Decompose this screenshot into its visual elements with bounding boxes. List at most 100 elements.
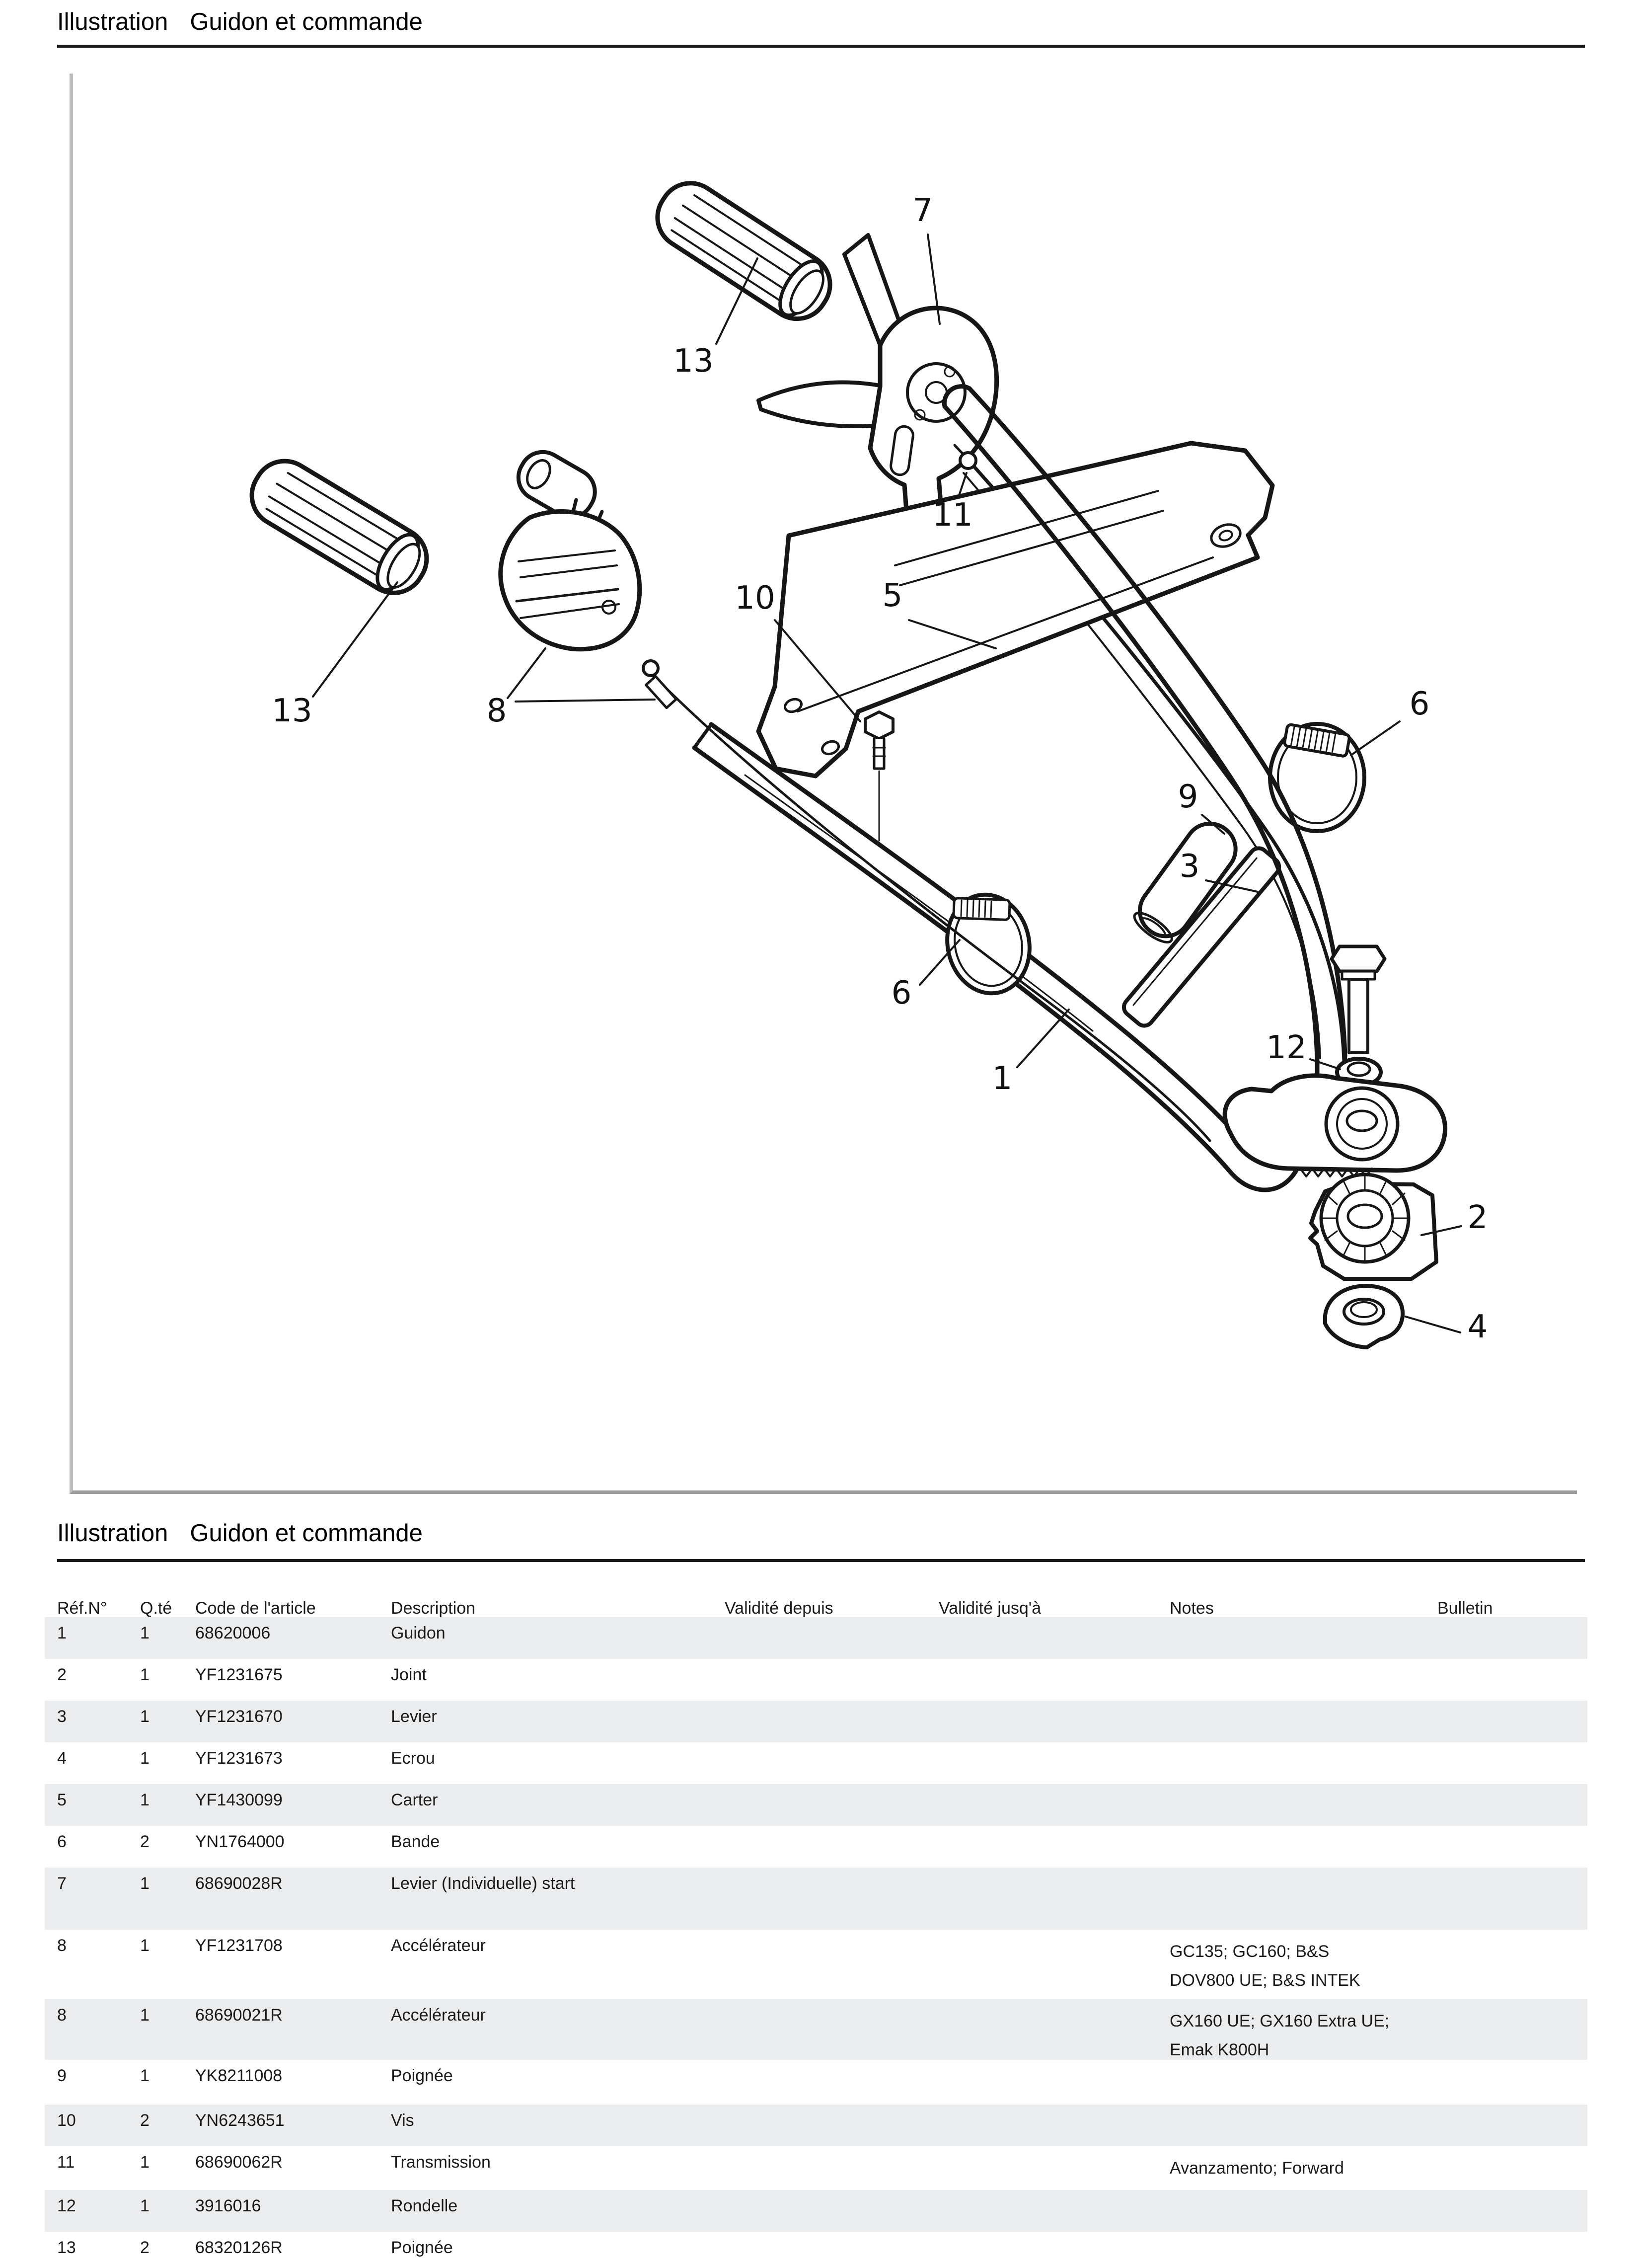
page-title-name: Guidon et commande bbox=[190, 8, 423, 35]
page-title-label: Illustration bbox=[57, 8, 168, 35]
lever-tube bbox=[1121, 846, 1281, 1028]
clamp-band-left bbox=[945, 892, 1032, 996]
callout-8: 8 bbox=[487, 693, 507, 729]
cell-notes bbox=[1170, 2232, 1437, 2268]
callout-6-right: 6 bbox=[1410, 686, 1430, 722]
cell-valid-from bbox=[725, 1930, 939, 1937]
cell-bulletin bbox=[1437, 1930, 1587, 1937]
notes-line: GC135; GC160; B&S bbox=[1170, 1942, 1330, 1961]
callout-3: 3 bbox=[1180, 848, 1200, 885]
cell-code: 68690021R bbox=[195, 2006, 283, 2025]
cell-notes bbox=[1170, 1742, 1437, 1779]
cell-valid-from bbox=[725, 2060, 939, 2067]
cell-qty: 1 bbox=[140, 2153, 149, 2172]
handlebar-right-tube bbox=[942, 384, 1347, 1106]
cell-code: YN1764000 bbox=[195, 1832, 285, 1851]
cell-code: YK8211008 bbox=[195, 2066, 283, 2085]
col-header-code: Code de l'article bbox=[195, 1599, 316, 1618]
cell-bulletin bbox=[1437, 1999, 1587, 2007]
table-title: Illustration Guidon et commande bbox=[57, 1519, 423, 1547]
cell-desc: Poignée bbox=[391, 2238, 453, 2257]
cell-bulletin bbox=[1437, 1659, 1587, 1666]
cell-ref: 10 bbox=[57, 2111, 76, 2130]
cell-valid-to bbox=[939, 2190, 1170, 2197]
cell-valid-to bbox=[939, 1930, 1170, 1937]
page-title: Illustration Guidon et commande bbox=[57, 8, 423, 36]
notes-line: GX160 UE; GX160 Extra UE; bbox=[1170, 2012, 1390, 2031]
cell-valid-from bbox=[725, 2146, 939, 2154]
cell-code: YF1231675 bbox=[195, 1665, 283, 1684]
cell-qty: 1 bbox=[140, 2066, 149, 2085]
grip-left bbox=[249, 459, 429, 595]
cell-ref: 1 bbox=[57, 1624, 67, 1642]
table-row: 5 1 YF1430099 Carter bbox=[45, 1784, 1587, 1826]
start-lever bbox=[756, 233, 999, 524]
cell-code: 68690028R bbox=[195, 1874, 283, 1893]
col-header-ref: Réf.N° bbox=[57, 1599, 107, 1618]
cell-qty: 1 bbox=[140, 1749, 149, 1768]
cell-ref: 7 bbox=[57, 1874, 67, 1893]
cell-desc: Accélérateur bbox=[391, 2006, 486, 2025]
cell-ref: 13 bbox=[57, 2238, 76, 2257]
table-row: 9 1 YK8211008 Poignée bbox=[45, 2060, 1587, 2105]
table-row: 8 1 68690021R Accélérateur GX160 UE; GX1… bbox=[45, 1999, 1587, 2060]
table-row: 11 1 68690062R Transmission Avanzamento;… bbox=[45, 2146, 1587, 2190]
clamp-band-right bbox=[1268, 722, 1366, 833]
cell-valid-from bbox=[725, 1742, 939, 1750]
cell-ref: 5 bbox=[57, 1791, 67, 1809]
callout-6-left: 6 bbox=[892, 975, 912, 1012]
cell-qty: 2 bbox=[140, 2111, 149, 2130]
cell-ref: 11 bbox=[57, 2153, 75, 2172]
col-header-notes: Notes bbox=[1170, 1599, 1214, 1618]
col-header-desc: Description bbox=[391, 1599, 476, 1618]
cell-qty: 1 bbox=[140, 1791, 149, 1809]
cell-bulletin bbox=[1437, 2060, 1587, 2067]
cell-qty: 1 bbox=[140, 1707, 149, 1726]
callout-1: 1 bbox=[992, 1060, 1013, 1097]
cell-code: 68320126R bbox=[195, 2238, 283, 2257]
cell-ref: 9 bbox=[57, 2066, 67, 2085]
cell-valid-to bbox=[939, 1659, 1170, 1666]
cell-bulletin bbox=[1437, 2105, 1587, 2112]
cell-bulletin bbox=[1437, 1742, 1587, 1750]
serrated-joint bbox=[1308, 1173, 1438, 1281]
callout-12: 12 bbox=[1266, 1029, 1306, 1066]
table-row: 3 1 YF1231670 Levier bbox=[45, 1701, 1587, 1742]
cell-code: YF1231673 bbox=[195, 1749, 283, 1768]
cell-notes bbox=[1170, 1701, 1437, 1737]
cell-code: YF1231708 bbox=[195, 1936, 283, 1955]
cell-desc: Rondelle bbox=[391, 2196, 458, 2215]
col-header-valid-to: Validité jusq'à bbox=[939, 1599, 1042, 1618]
table-title-rule bbox=[57, 1559, 1585, 1562]
handlebar-mount bbox=[1222, 1073, 1448, 1177]
cell-desc: Levier (Individuelle) start bbox=[391, 1874, 575, 1893]
cell-desc: Ecrou bbox=[391, 1749, 435, 1768]
cell-desc: Poignée bbox=[391, 2066, 453, 2085]
table-row: 7 1 68690028R Levier (Individuelle) star… bbox=[45, 1868, 1587, 1930]
table-row: 1 1 68620006 Guidon bbox=[45, 1617, 1587, 1659]
callout-10: 10 bbox=[735, 580, 775, 617]
cell-valid-to bbox=[939, 1617, 1170, 1625]
notes-line: Emak K800H bbox=[1170, 2040, 1269, 2060]
callout-2: 2 bbox=[1468, 1199, 1488, 1236]
cell-desc: Guidon bbox=[391, 1624, 446, 1642]
cell-bulletin bbox=[1437, 1701, 1587, 1708]
cell-valid-to bbox=[939, 2060, 1170, 2067]
cell-notes bbox=[1170, 2105, 1437, 2141]
cell-valid-from bbox=[725, 1999, 939, 2007]
cell-qty: 1 bbox=[140, 1665, 149, 1684]
cell-notes bbox=[1170, 1617, 1437, 1653]
lever-nut bbox=[1323, 1284, 1405, 1349]
cell-ref: 8 bbox=[57, 1936, 67, 1955]
table-row: 13 2 68320126R Poignée bbox=[45, 2232, 1587, 2267]
title-rule bbox=[57, 45, 1585, 48]
cell-notes bbox=[1170, 2060, 1437, 2096]
cell-bulletin bbox=[1437, 2146, 1587, 2154]
cell-bulletin bbox=[1437, 2190, 1587, 2197]
cell-valid-to bbox=[939, 1784, 1170, 1792]
cell-code: 3916016 bbox=[195, 2196, 261, 2215]
joint-serrations bbox=[1321, 1173, 1409, 1263]
cell-ref: 12 bbox=[57, 2196, 76, 2215]
